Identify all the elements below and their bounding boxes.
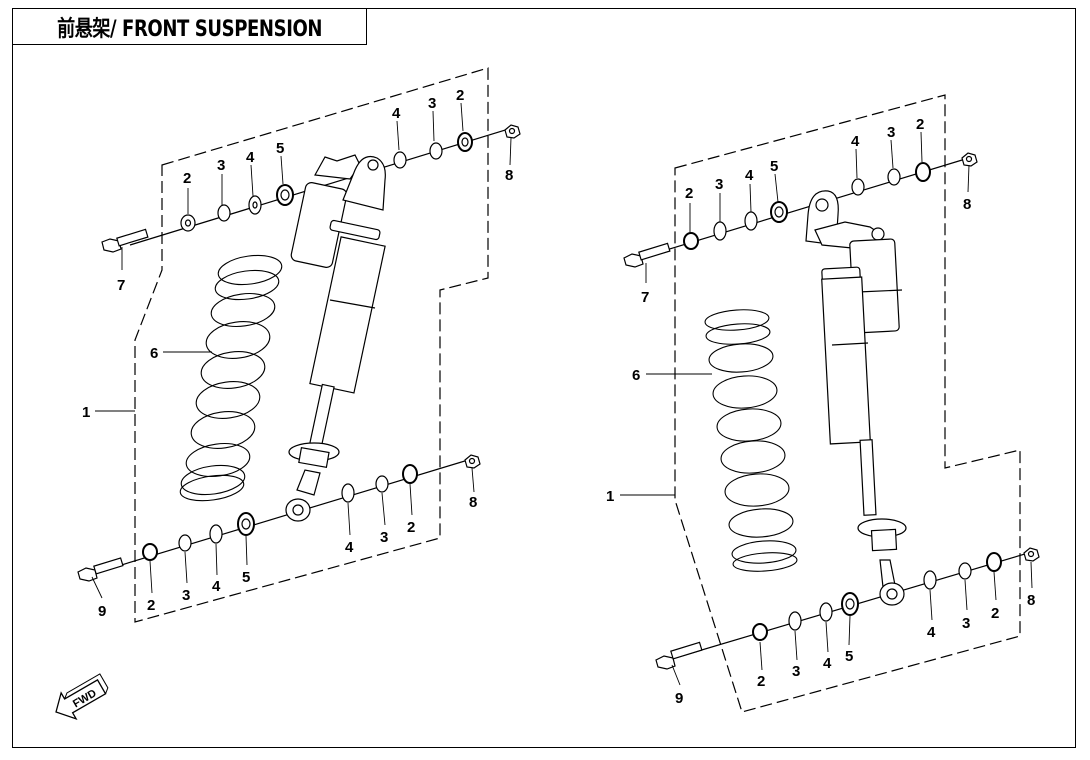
drawing-frame <box>12 8 1076 748</box>
left-bottom-washer-4 <box>209 524 223 544</box>
right-callout-2-bottom: 2 <box>757 673 765 690</box>
left-callout-3-top: 3 <box>217 157 225 174</box>
right-bottom-bushing-5 <box>841 592 859 616</box>
left-top-washer-4b <box>393 151 407 169</box>
left-callout-3-bottom-b: 3 <box>380 529 388 546</box>
right-callout-7: 7 <box>641 289 649 306</box>
right-shock-absorber <box>805 190 907 606</box>
left-callout-8-top: 8 <box>505 167 513 184</box>
right-bottom-washer-4 <box>819 602 833 622</box>
left-top-washer-2 <box>180 214 196 232</box>
left-coil-spring <box>179 254 283 502</box>
right-bottom-washer-2 <box>752 623 768 641</box>
right-callout-8-bottom: 8 <box>1027 592 1035 609</box>
left-bottom-bolt <box>77 557 124 582</box>
right-callout-9: 9 <box>675 690 683 707</box>
right-callout-5-top: 5 <box>770 158 778 175</box>
left-callout-6: 6 <box>150 345 158 362</box>
right-top-washer-4 <box>744 211 758 231</box>
left-callout-4-bottom: 4 <box>212 578 221 595</box>
right-bottom-nut-8 <box>1023 547 1040 562</box>
left-callout-8-bottom: 8 <box>469 494 477 511</box>
right-callout-4-top-b: 4 <box>851 133 860 150</box>
right-callout-2-top-b: 2 <box>916 116 924 133</box>
right-bottom-oring-3 <box>788 611 802 631</box>
right-top-washer-2 <box>683 232 699 250</box>
title-box: 前悬架/ FRONT SUSPENSION <box>12 8 367 45</box>
right-callout-3-top: 3 <box>715 176 723 193</box>
right-bottom-bolt <box>655 641 703 670</box>
right-coil-spring <box>704 309 798 572</box>
left-bottom-washer-4b <box>341 483 355 503</box>
left-callout-2-top: 2 <box>183 170 191 187</box>
right-callout-6: 6 <box>632 367 640 384</box>
right-callout-8-top: 8 <box>963 196 971 213</box>
right-callout-4-top: 4 <box>745 167 754 184</box>
right-top-nut-8 <box>961 152 978 167</box>
right-callout-4-bottom-b: 4 <box>927 624 936 641</box>
left-top-bolt <box>101 228 149 253</box>
left-callout-7: 7 <box>117 277 125 294</box>
right-top-washer-4b <box>851 178 865 196</box>
left-bottom-oring-3 <box>178 534 192 552</box>
right-top-oring-3b <box>887 168 901 186</box>
right-callout-1: 1 <box>606 488 614 505</box>
left-callout-4-top: 4 <box>246 149 255 166</box>
left-callout-4-top-b: 4 <box>392 105 401 122</box>
fwd-label: FWD <box>71 687 99 710</box>
left-assembly: 1 6 7 2 3 4 5 4 3 2 8 9 2 3 4 5 4 3 2 8 <box>77 67 521 623</box>
right-leader-lines <box>620 131 1033 686</box>
right-top-washer-2b <box>915 162 931 182</box>
right-callout-2-top: 2 <box>685 185 693 202</box>
right-callout-3-bottom: 3 <box>792 663 800 680</box>
right-callout-5-bottom: 5 <box>845 648 853 665</box>
left-top-washer-2b <box>457 132 473 152</box>
left-bottom-washer-2b <box>402 464 418 484</box>
left-bottom-nut-8 <box>464 454 481 469</box>
left-shock-absorber <box>285 154 386 522</box>
left-callout-2-top-b: 2 <box>456 87 464 104</box>
right-assembly-boundary <box>674 94 1021 713</box>
left-bottom-oring-3b <box>375 475 389 493</box>
right-assembly: 1 6 7 2 3 4 5 4 3 2 8 9 2 3 4 5 4 3 2 8 <box>606 94 1040 713</box>
left-callout-4-bottom-b: 4 <box>345 539 354 556</box>
right-top-bolt <box>623 242 671 268</box>
left-bottom-bushing-5 <box>237 512 255 536</box>
right-callout-3-bottom-b: 3 <box>962 615 970 632</box>
left-top-nut-8 <box>504 124 521 139</box>
left-assembly-boundary <box>134 67 489 623</box>
right-callout-3-top-b: 3 <box>887 124 895 141</box>
left-callout-5-bottom: 5 <box>242 569 250 586</box>
left-top-washer-4 <box>248 195 262 215</box>
left-callout-3-top-b: 3 <box>428 95 436 112</box>
left-callout-2-bottom-b: 2 <box>407 519 415 536</box>
left-bottom-washer-2 <box>142 543 158 561</box>
left-callout-2-bottom: 2 <box>147 597 155 614</box>
fwd-arrow-icon: FWD <box>55 673 109 721</box>
right-top-oring-3 <box>713 221 727 241</box>
right-bottom-oring-3b <box>958 562 972 580</box>
left-top-oring-3b <box>429 142 443 160</box>
right-callout-2-bottom-b: 2 <box>991 605 999 622</box>
left-callout-1: 1 <box>82 404 90 421</box>
right-bottom-washer-2b <box>986 552 1002 572</box>
left-callout-3-bottom: 3 <box>182 587 190 604</box>
right-callout-4-bottom: 4 <box>823 655 832 672</box>
right-bottom-washer-4b <box>923 570 937 590</box>
page-title: 前悬架/ FRONT SUSPENSION <box>56 16 323 42</box>
left-callout-9: 9 <box>98 603 106 620</box>
right-top-bushing-5 <box>770 201 788 223</box>
left-top-oring-3 <box>217 204 231 222</box>
left-leader-lines <box>91 102 512 599</box>
left-callout-5-top: 5 <box>276 140 284 157</box>
left-top-bushing-5 <box>276 184 294 206</box>
